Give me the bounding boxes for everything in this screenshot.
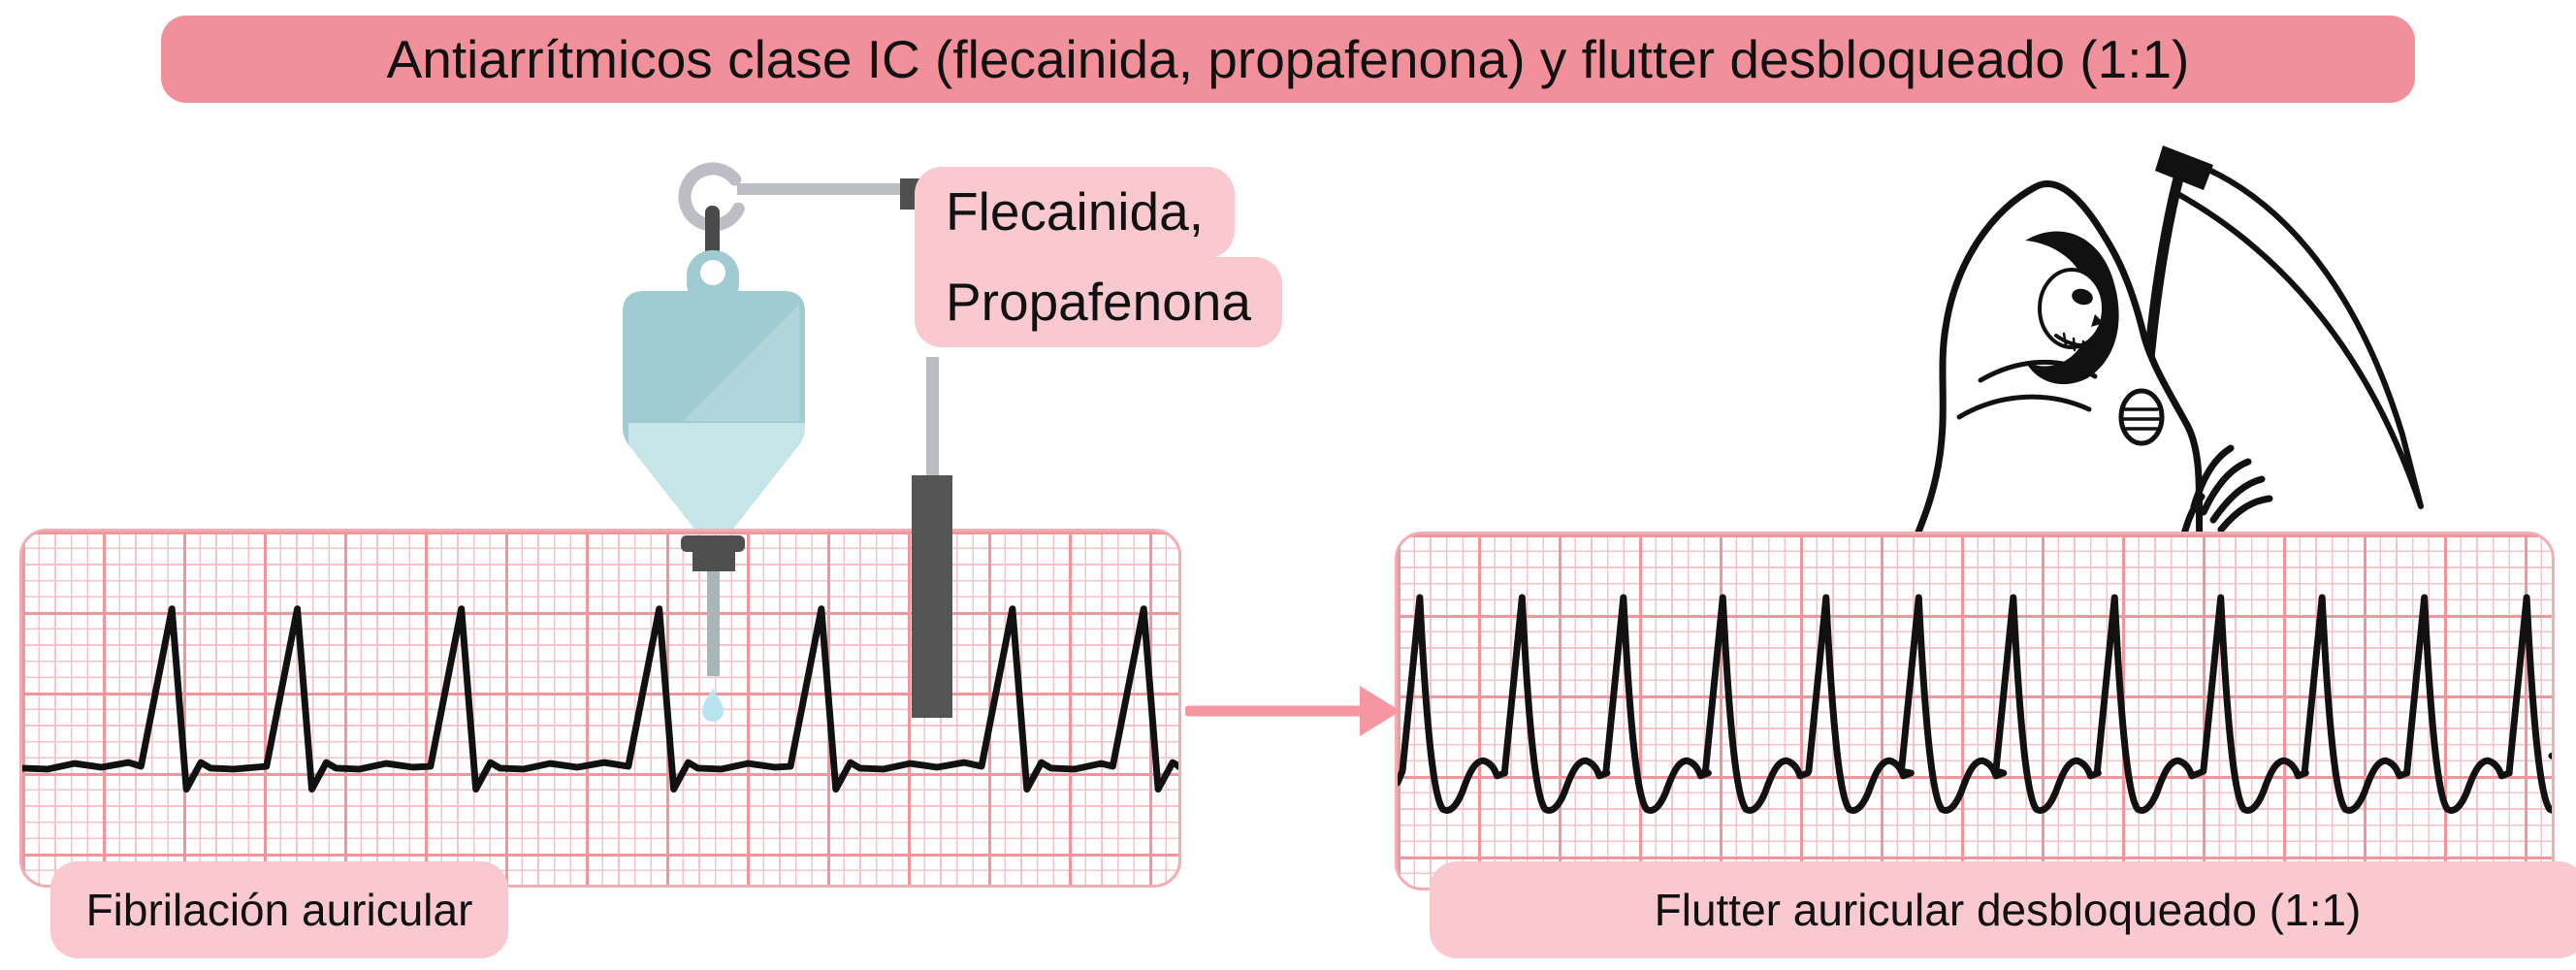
- skull: [2038, 268, 2106, 349]
- hanger-rail: [737, 183, 904, 195]
- pole-bar: [912, 475, 952, 718]
- bag-liquid: [628, 423, 805, 529]
- page-title: Antiarrítmicos clase IC (flecainida, pro…: [386, 29, 2190, 89]
- ecg-strip-fibrillation: [19, 529, 1181, 888]
- fist-fingers: [2122, 407, 2161, 431]
- bag-cap-flange: [681, 535, 745, 552]
- ecg-trace-flutter: [1398, 594, 2552, 814]
- iv-hook-icon: [678, 162, 748, 232]
- caption-fibrillation: Fibrilación auricular: [50, 861, 508, 958]
- hood-shadow: [2025, 231, 2119, 385]
- drip-tube: [707, 571, 720, 676]
- ecg-strip-flutter: [1395, 532, 2555, 890]
- iv-drug-label-line1: Flecainida,: [915, 167, 1235, 258]
- caption-flutter: Flutter auricular desbloqueado (1:1): [1430, 861, 2576, 958]
- grim-reaper-icon: [1911, 146, 2424, 545]
- pole-tube: [926, 357, 939, 479]
- reaper-fist: [2118, 388, 2165, 446]
- bag-cap: [692, 552, 735, 571]
- scythe-fitting: [2155, 146, 2213, 190]
- skull-teeth: [2062, 332, 2095, 355]
- skull-grin: [2054, 334, 2105, 347]
- iv-drug-label-line2: Propafenona: [915, 256, 1282, 348]
- skull-nose: [2091, 314, 2104, 327]
- iv-drip-icon: [623, 162, 952, 722]
- bag-tab-hole: [700, 260, 725, 285]
- ecg-trace-fibrillation: [22, 605, 1178, 793]
- bag-highlight: [683, 305, 799, 421]
- skull-eye: [2072, 288, 2093, 306]
- right-arrow-icon: [1185, 686, 1401, 736]
- title-banner: Antiarrítmicos clase IC (flecainida, pro…: [161, 16, 2415, 103]
- robe-folds: [1956, 359, 2098, 420]
- iv-drug-label: Flecainida, Propafenona: [915, 167, 1282, 348]
- scythe-blade: [2172, 156, 2424, 509]
- drip-drop-icon: [702, 689, 724, 722]
